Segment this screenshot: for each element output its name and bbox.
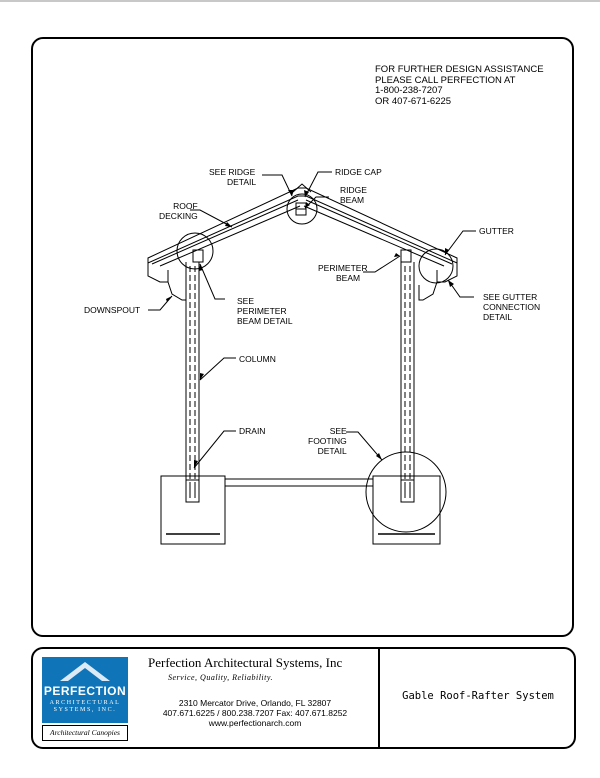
label-line: ROOF [173, 201, 198, 211]
footing-detail-circle [365, 451, 447, 533]
label-line: DETAIL [227, 177, 257, 187]
label-line: BEAM [340, 195, 365, 205]
label-downspout: DOWNSPOUT [84, 305, 141, 315]
logo-subtitle-line: ARCHITECTURAL [49, 700, 121, 706]
company-name: Perfection Architectural Systems, Inc [148, 655, 343, 670]
label-line: SEE [237, 296, 255, 306]
label-line: DETAIL [483, 312, 513, 322]
company-website: www.perfectionarch.com [208, 718, 302, 728]
label-line: SEE [329, 426, 347, 436]
logo-tagline: Architectural Canopies [42, 725, 128, 741]
footing-right [372, 475, 441, 545]
drawing-title: Gable Roof-Rafter System [402, 690, 554, 702]
company-address: 2310 Mercator Drive, Orlando, FL 32807 [178, 698, 332, 708]
label-line: CONNECTION [483, 302, 541, 312]
label-see-ridge-detail: SEE RIDGE DETAIL [209, 167, 256, 187]
note-line: OR 407-671-6225 [375, 95, 452, 107]
label-ridge-cap: RIDGE CAP [335, 167, 382, 177]
perimeter-beam-left [192, 249, 204, 263]
company-logo: PERFECTION ARCHITECTURAL SYSTEMS, INC. A… [42, 657, 128, 741]
label-line: SEE GUTTER [483, 292, 538, 302]
gutter-right [436, 262, 458, 283]
footing-left [160, 475, 226, 545]
logo-subtitle-line: SYSTEMS, INC. [53, 707, 117, 713]
note-line: 1-800-238-7207 [375, 85, 443, 96]
title-block-frame [31, 647, 576, 749]
label-see-gutter-connection-detail: SEE GUTTER CONNECTION DETAIL [483, 292, 540, 322]
label-line: DETAIL [317, 446, 347, 456]
logo-badge: PERFECTION ARCHITECTURAL SYSTEMS, INC. [42, 657, 128, 723]
label-see-footing-detail: SEE FOOTING DETAIL [308, 426, 347, 456]
label-column: COLUMN [239, 354, 276, 364]
label-line: SEE RIDGE [209, 167, 256, 177]
drawing-frame [31, 37, 574, 637]
label-ridge-beam: RIDGE BEAM [340, 185, 367, 205]
note-line: FOR FURTHER DESIGN ASSISTANCE [375, 64, 544, 75]
column-right [400, 262, 415, 503]
gutter-left [147, 262, 169, 283]
logo-wordmark: PERFECTION [43, 684, 127, 698]
column-left [185, 262, 200, 503]
title-block-divider [378, 647, 380, 749]
label-gutter: GUTTER [479, 226, 514, 236]
label-drain: DRAIN [239, 426, 266, 436]
design-assistance-note: FOR FURTHER DESIGN ASSISTANCE PLEASE CAL… [375, 64, 544, 107]
ridge-detail-circle [286, 193, 318, 225]
company-contact: 2310 Mercator Drive, Orlando, FL 32807 4… [150, 698, 360, 728]
label-line: PERIMETER [237, 306, 287, 316]
company-phones: 407.671.6225 / 800.238.7207 Fax: 407.671… [162, 708, 348, 718]
logo-subtitle: ARCHITECTURAL SYSTEMS, INC. [42, 700, 128, 714]
label-line: DECKING [159, 211, 198, 221]
label-roof-decking: ROOF DECKING [159, 201, 198, 221]
label-line: BEAM DETAIL [237, 316, 293, 326]
label-line: PERIMETER [318, 263, 368, 273]
gutter-detail-circle [418, 248, 454, 284]
label-see-perimeter-beam-detail: SEE PERIMETER BEAM DETAIL [237, 296, 293, 326]
company-tagline: Service, Quality, Reliability. [168, 673, 273, 682]
label-line: RIDGE [340, 185, 367, 195]
label-perimeter-beam: PERIMETER BEAM [318, 263, 368, 283]
perimeter-detail-circle [176, 232, 214, 270]
ridge-beam [292, 183, 312, 216]
note-line: PLEASE CALL PERFECTION AT [375, 74, 516, 86]
canopy-icon [60, 662, 110, 681]
label-line: BEAM [336, 273, 361, 283]
perimeter-beam-right [400, 249, 412, 263]
label-line: FOOTING [308, 436, 347, 446]
top-rule [0, 0, 600, 2]
